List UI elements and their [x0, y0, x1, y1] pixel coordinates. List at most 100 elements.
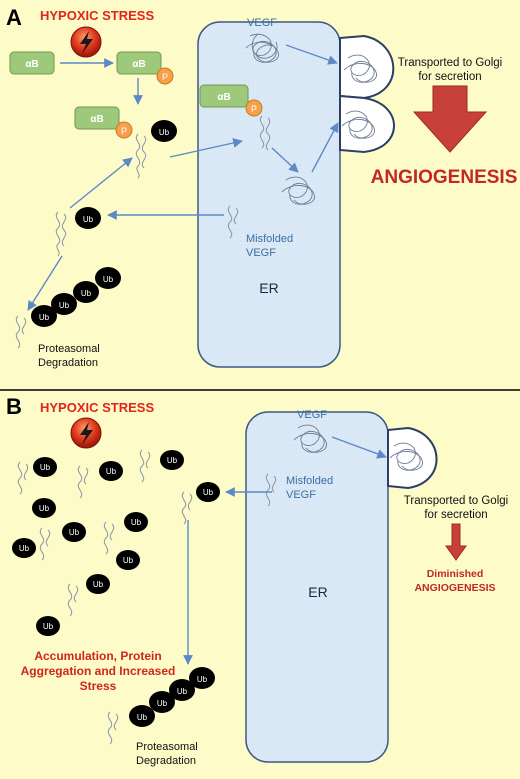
- vegf-folded-tangle: [341, 110, 375, 139]
- misfolded-protein: [67, 583, 79, 617]
- svg-text:Ub: Ub: [177, 687, 188, 696]
- svg-text:Ub: Ub: [167, 456, 178, 465]
- misfolded-vegf-label: Misfolded: [286, 475, 333, 487]
- pathway-arrows: [27, 44, 339, 311]
- diminished-label: Diminished: [427, 568, 484, 580]
- accumulation-label: Accumulation, Protein: [34, 649, 161, 663]
- vegf-label: VEGF: [297, 409, 327, 421]
- ubiquitin: Ub: [12, 538, 36, 558]
- golgi-transport-label: Transported to Golgi: [404, 495, 508, 507]
- svg-text:Ub: Ub: [131, 518, 142, 527]
- vegf-label: VEGF: [247, 17, 277, 29]
- misfolded-protein: [15, 315, 27, 349]
- svg-text:Ub: Ub: [19, 544, 30, 553]
- svg-text:Ub: Ub: [69, 528, 80, 537]
- svg-text:P: P: [121, 126, 127, 136]
- svg-text:αB: αB: [25, 59, 38, 70]
- ubiquitin: Ub: [116, 550, 140, 570]
- angiogenesis-label: ANGIOGENESIS: [414, 582, 495, 594]
- pathway-arrows: [183, 436, 387, 665]
- svg-text:Ub: Ub: [93, 580, 104, 589]
- hypoxic-stress-icon: [70, 417, 102, 449]
- ubiquitin: Ub: [169, 679, 195, 701]
- alpha-b-crystallin: αB: [199, 84, 249, 108]
- misfolded-protein: [259, 115, 271, 151]
- panel-a-stress-label: HYPOXIC STRESS: [40, 8, 154, 23]
- svg-text:Ub: Ub: [106, 467, 117, 476]
- panel-b-letter: B: [6, 394, 22, 419]
- proteasomal-degradation-label: Degradation: [38, 357, 98, 369]
- misfolded-vegf-label: Misfolded: [246, 233, 293, 245]
- svg-text:Ub: Ub: [103, 275, 114, 284]
- golgi-transport-label: for secretion: [418, 71, 481, 83]
- proteasomal-degradation-label: Degradation: [136, 755, 196, 767]
- misfolded-protein: [55, 211, 67, 257]
- svg-text:Ub: Ub: [39, 313, 50, 322]
- vegf-folded-tangle: [343, 54, 377, 83]
- svg-text:P: P: [251, 104, 257, 114]
- svg-text:Ub: Ub: [123, 556, 134, 565]
- svg-text:Ub: Ub: [43, 622, 54, 631]
- ubiquitin: Ub: [99, 461, 123, 481]
- ubiquitin: Ub: [129, 705, 155, 727]
- golgi-vesicle: [387, 426, 438, 490]
- er-label: ER: [308, 584, 327, 600]
- vegf-folded-tangle: [293, 424, 327, 453]
- alpha-b-crystallin: αB: [116, 51, 162, 75]
- golgi-transport-label: for secretion: [424, 509, 487, 521]
- ubiquitin: Ub: [149, 691, 175, 713]
- ubiquitin: Ub: [189, 667, 215, 689]
- svg-text:Ub: Ub: [197, 675, 208, 684]
- er-label: ER: [259, 280, 278, 296]
- secretion-arrow: [445, 523, 467, 561]
- ubiquitin: Ub: [75, 207, 101, 229]
- ubiquitin: Ub: [95, 267, 121, 289]
- er-compartment: [245, 411, 389, 763]
- ubiquitin: Ub: [62, 522, 86, 542]
- alpha-b-crystallin: αB: [74, 106, 120, 130]
- ubiquitin: Ub: [36, 616, 60, 636]
- svg-text:Ub: Ub: [39, 504, 50, 513]
- vegf-folded-tangle: [245, 33, 279, 63]
- ubiquitin: Ub: [151, 120, 177, 142]
- ubiquitin: Ub: [160, 450, 184, 470]
- accumulation-label: Stress: [80, 679, 117, 693]
- svg-text:αB: αB: [90, 114, 103, 125]
- svg-text:Ub: Ub: [40, 463, 51, 472]
- svg-text:Ub: Ub: [59, 301, 70, 310]
- ubiquitin: Ub: [73, 281, 99, 303]
- ubiquitin: Ub: [86, 574, 110, 594]
- misfolded-protein: [227, 205, 239, 239]
- proteasomal-degradation-label: Proteasomal: [38, 343, 100, 355]
- svg-text:Ub: Ub: [137, 713, 148, 722]
- misfolded-vegf-label: VEGF: [286, 489, 316, 501]
- misfolded-vegf-label: VEGF: [246, 247, 276, 259]
- hypoxic-stress-icon: [70, 26, 102, 58]
- angiogenesis-label: ANGIOGENESIS: [371, 167, 518, 188]
- misfolded-protein: [139, 449, 151, 483]
- er-compartment: [197, 21, 341, 368]
- phosphate-group: P: [156, 67, 174, 85]
- accumulation-label: Aggregation and Increased: [21, 664, 176, 678]
- svg-text:αB: αB: [132, 59, 145, 70]
- vegf-folded-tangle: [389, 442, 423, 471]
- phosphate-group: P: [115, 121, 133, 139]
- panel-b-stress-label: HYPOXIC STRESS: [40, 400, 154, 415]
- svg-text:Ub: Ub: [83, 215, 94, 224]
- ubiquitin: Ub: [124, 512, 148, 532]
- svg-text:P: P: [162, 72, 168, 82]
- misfolded-protein: [107, 711, 119, 745]
- golgi-transport-label: Transported to Golgi: [398, 57, 502, 69]
- ubiquitin: Ub: [33, 457, 57, 477]
- misfolded-protein: [265, 473, 277, 507]
- svg-text:Ub: Ub: [159, 128, 170, 137]
- panel-a-letter: A: [6, 5, 22, 30]
- misfolded-protein: [17, 461, 29, 495]
- ubiquitin: Ub: [51, 293, 77, 315]
- proteasomal-degradation-label: Proteasomal: [136, 741, 198, 753]
- svg-text:Ub: Ub: [203, 488, 214, 497]
- misfolded-protein: [181, 491, 193, 525]
- ubiquitin: Ub: [32, 498, 56, 518]
